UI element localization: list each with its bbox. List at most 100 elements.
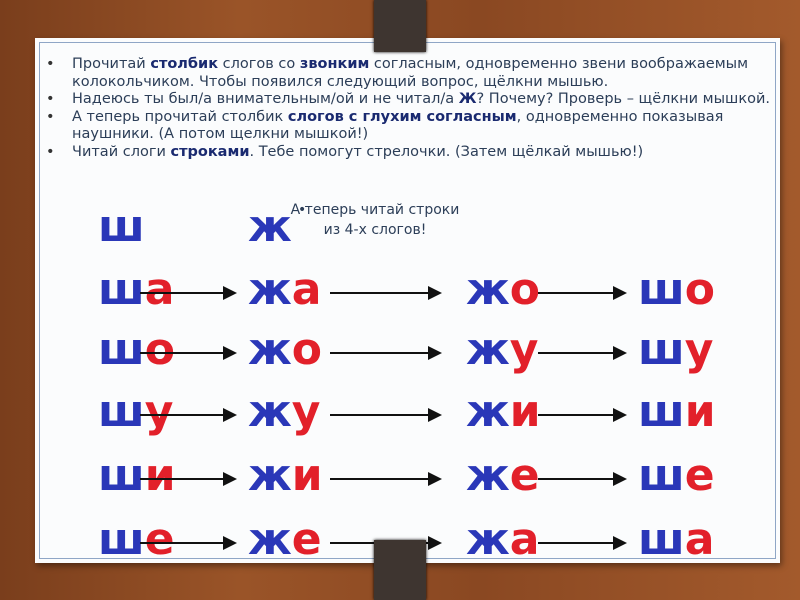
consonant: ш	[638, 450, 685, 501]
vowel: и	[144, 450, 176, 501]
vowel: и	[509, 386, 541, 437]
consonant: ж	[466, 264, 510, 315]
syllable: жу	[466, 328, 538, 372]
consonant: ж	[248, 386, 292, 437]
top-strap	[374, 0, 426, 52]
consonant: ж	[466, 450, 510, 501]
consonant: ш	[638, 324, 685, 375]
syllable: ш	[98, 205, 145, 249]
instruction-text: Ж	[458, 91, 477, 108]
instruction-item: Надеюсь ты был/а внимательным/ой и не чи…	[38, 91, 778, 109]
syllable: жи	[466, 390, 541, 434]
syllable: ши	[98, 454, 176, 498]
vowel: о	[144, 324, 175, 375]
vowel: а	[291, 264, 322, 315]
syllable: ша	[98, 268, 174, 312]
arrow-right-icon	[330, 346, 442, 360]
consonant: ш	[98, 324, 145, 375]
consonant: ж	[466, 514, 510, 565]
instruction-text: звонким	[299, 56, 370, 72]
syllable: ши	[638, 390, 716, 434]
syllable: же	[466, 454, 540, 498]
vowel: у	[291, 386, 321, 437]
vowel: у	[684, 324, 714, 375]
vowel: у	[144, 386, 174, 437]
instruction-text: слогов со	[218, 56, 300, 72]
vowel: и	[684, 386, 716, 437]
consonant: ш	[98, 450, 145, 501]
arrow-right-icon	[538, 536, 627, 550]
syllable: шо	[98, 328, 175, 372]
arrow-right-icon	[140, 536, 237, 550]
syllable: ше	[638, 454, 715, 498]
instruction-item: Читай слоги строками. Тебе помогут стрел…	[38, 144, 778, 162]
arrow-right-icon	[330, 286, 442, 300]
bottom-strap	[374, 540, 426, 600]
instruction-text: согласным, одновременно звени воображаем…	[72, 56, 749, 90]
consonant: ж	[466, 324, 510, 375]
instruction-text: А теперь прочитай столбик	[72, 108, 288, 125]
vowel: у	[509, 324, 539, 375]
syllable: жо	[466, 268, 540, 312]
consonant: ш	[638, 264, 685, 315]
instruction-text: . Тебе помогут стрелочки. (Затем щёлкай …	[249, 143, 644, 160]
instruction-text: Надеюсь ты был/а внимательным/ой и не чи…	[72, 91, 459, 108]
syllable: же	[248, 518, 322, 562]
consonant: ш	[98, 514, 145, 565]
syllable: ж	[248, 205, 292, 249]
arrow-right-icon	[140, 408, 237, 422]
syllable: шу	[98, 390, 173, 434]
consonant: ш	[638, 514, 685, 565]
vowel: и	[291, 450, 323, 501]
vowel: а	[144, 264, 175, 315]
arrow-right-icon	[140, 346, 237, 360]
instruction-text: слогов с глухим согласным	[287, 108, 517, 125]
arrow-right-icon	[538, 346, 627, 360]
consonant: ш	[98, 201, 145, 252]
note-text: А теперь читай строки из 4-х слогов!	[290, 200, 460, 240]
consonant: ж	[248, 201, 292, 252]
instruction-text: Прочитай	[72, 56, 151, 72]
vowel: о	[509, 264, 541, 315]
arrow-right-icon	[140, 286, 237, 300]
vowel: о	[291, 324, 323, 375]
consonant: ж	[248, 324, 292, 375]
instruction-text: строками	[170, 143, 250, 160]
arrow-right-icon	[538, 408, 627, 422]
arrow-right-icon	[330, 472, 442, 486]
arrow-right-icon	[538, 286, 627, 300]
syllable: ше	[98, 518, 175, 562]
consonant: ш	[98, 264, 145, 315]
vowel: е	[684, 450, 715, 501]
instruction-text: Читай слоги	[72, 143, 171, 160]
syllable: шу	[638, 328, 713, 372]
instruction-item: А теперь прочитай столбик слогов с глухи…	[38, 109, 778, 144]
consonant: ж	[248, 264, 292, 315]
arrow-right-icon	[140, 472, 237, 486]
vowel: а	[509, 514, 540, 565]
consonant: ж	[466, 386, 510, 437]
arrow-right-icon	[538, 472, 627, 486]
vowel: а	[684, 514, 715, 565]
syllable: шо	[638, 268, 715, 312]
consonant: ж	[248, 450, 292, 501]
vowel: е	[509, 450, 540, 501]
syllable: жа	[248, 268, 322, 312]
syllable: жу	[248, 390, 320, 434]
vowel: о	[684, 264, 715, 315]
consonant: ж	[248, 514, 292, 565]
instruction-list: Прочитай столбик слогов со звонким согла…	[38, 56, 778, 162]
syllable: ша	[638, 518, 714, 562]
consonant: ш	[98, 386, 145, 437]
vowel: е	[144, 514, 175, 565]
instruction-text: , одновременно показывая наушники. (А по…	[72, 108, 724, 143]
consonant: ш	[638, 386, 685, 437]
syllable: жи	[248, 454, 323, 498]
instruction-text: столбик	[150, 56, 219, 72]
syllable: жа	[466, 518, 540, 562]
instruction-item: Прочитай столбик слогов со звонким согла…	[38, 56, 778, 91]
instruction-text: ? Почему? Проверь – щёлкни мышкой.	[476, 91, 771, 108]
syllable: жо	[248, 328, 322, 372]
arrow-right-icon	[330, 408, 442, 422]
vowel: е	[291, 514, 322, 565]
